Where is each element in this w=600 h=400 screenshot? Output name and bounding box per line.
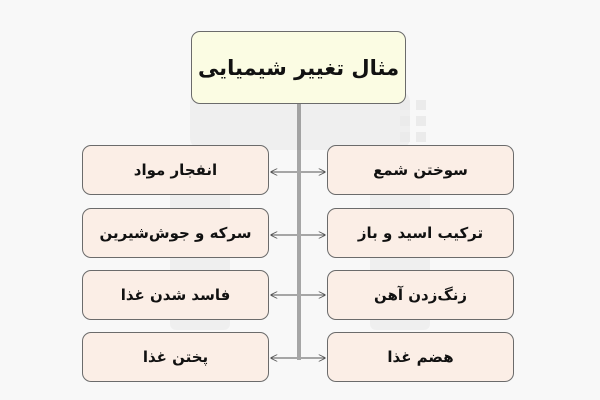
left-item-1: انفجار مواد	[82, 145, 269, 195]
left-item-2: سرکه و جوش‌شیرین	[82, 208, 269, 258]
left-item-4: پختن غذا	[82, 332, 269, 382]
left-item-3: فاسد شدن غذا	[82, 270, 269, 320]
right-item-4: هضم غذا	[327, 332, 514, 382]
right-item-3: زنگ‌زدن آهن	[327, 270, 514, 320]
diagram-title: مثال تغییر شیمیایی	[191, 31, 406, 104]
right-item-2: ترکیب اسید و باز	[327, 208, 514, 258]
right-item-1: سوختن شمع	[327, 145, 514, 195]
